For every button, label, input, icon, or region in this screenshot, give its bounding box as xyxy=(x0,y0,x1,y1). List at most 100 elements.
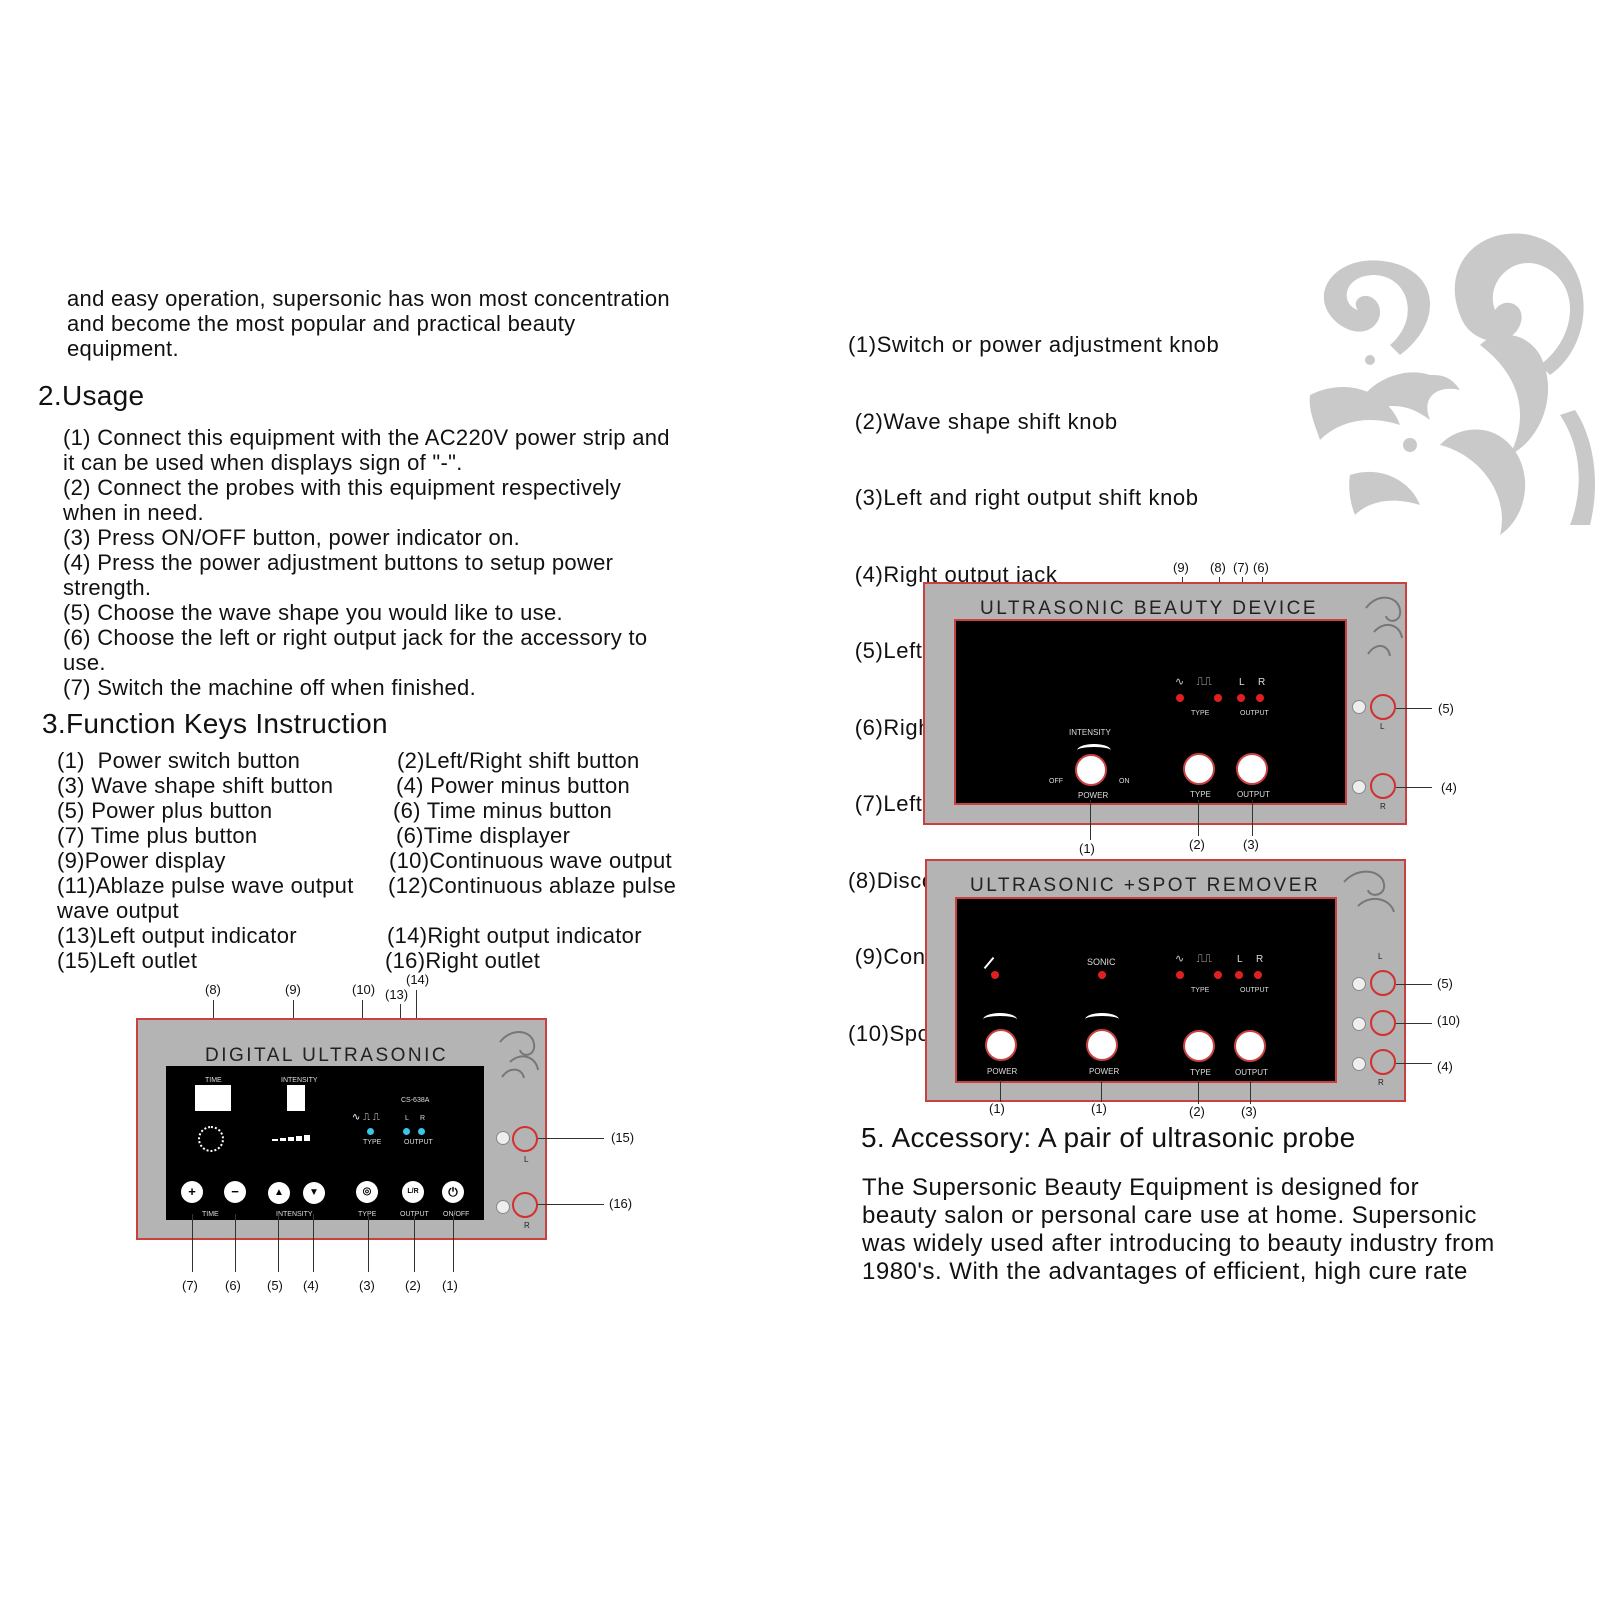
panel-floral-icon xyxy=(1365,596,1403,657)
left-output-jack[interactable] xyxy=(1370,694,1396,720)
power-label: POWER xyxy=(987,1067,1018,1076)
right-output-jack[interactable] xyxy=(1370,1049,1396,1075)
callout: (15) xyxy=(611,1130,635,1145)
output-label: OUTPUT xyxy=(1240,710,1269,717)
time-plus-button[interactable]: + xyxy=(181,1181,203,1203)
panel-title: ULTRASONIC BEAUTY DEVICE xyxy=(980,598,1319,619)
left-output-jack[interactable] xyxy=(1370,970,1396,996)
right-output-jack[interactable] xyxy=(1370,773,1396,799)
output-knob-label: OUTPUT xyxy=(1237,790,1270,799)
callout: (3) xyxy=(1243,837,1259,852)
time-minus-button[interactable]: − xyxy=(224,1181,246,1203)
spot-removing-output[interactable] xyxy=(1370,1010,1396,1036)
callout: (1) xyxy=(1091,1101,1107,1116)
wave-shape-knob[interactable] xyxy=(1183,1030,1215,1062)
intensity-label: INTENSITY xyxy=(1069,728,1111,737)
continuity-wave-indicator xyxy=(1176,694,1184,702)
callout: (2) xyxy=(1189,1104,1205,1119)
intro-paragraph: and easy operation, supersonic has won m… xyxy=(67,286,670,361)
callout: (3) xyxy=(1241,1104,1257,1119)
spot-screen xyxy=(955,897,1337,1083)
key-item: (7) Time plus button xyxy=(57,823,258,848)
power-arc-icon xyxy=(983,1013,1017,1026)
jack-l-label: L xyxy=(1380,722,1385,731)
wave-shape-button[interactable]: ◎ xyxy=(356,1181,378,1203)
intensity-arc-icon xyxy=(1077,744,1111,757)
power-adjustment-knob[interactable] xyxy=(1075,754,1107,786)
callout: (5) xyxy=(267,1278,283,1293)
callout: (6) xyxy=(225,1278,241,1293)
type-label: TYPE xyxy=(1191,987,1210,994)
power-plus-button[interactable]: ▲ xyxy=(268,1182,290,1204)
bottom-onoff-label: ON/OFF xyxy=(443,1211,470,1218)
usage-heading: 2.Usage xyxy=(38,380,145,411)
left-output-indicator xyxy=(1237,694,1245,702)
sonic-label: SONIC xyxy=(1087,957,1116,967)
power-arc-icon xyxy=(1085,1013,1119,1026)
type-knob-label: TYPE xyxy=(1190,790,1211,799)
key-item: (3) Wave shape shift button xyxy=(57,773,334,798)
output-label: OUTPUT xyxy=(404,1139,433,1146)
wave-icons: ∿ ⎍⎍ xyxy=(1175,953,1212,965)
l-label: L xyxy=(1239,677,1245,688)
callout: (7) xyxy=(1233,560,1249,575)
function-keys-list: (1) Power switch button (2)Left/Right sh… xyxy=(57,748,737,978)
continuity-wave-indicator xyxy=(1176,971,1184,979)
key-item: (4) Power minus button xyxy=(396,773,631,798)
r-label: R xyxy=(420,1115,426,1122)
jack-r-label: R xyxy=(1380,802,1386,811)
beauty-screen xyxy=(954,619,1347,805)
key-item: (6)Time displayer xyxy=(396,823,571,848)
outlet-icon xyxy=(496,1200,510,1214)
right-output-indicator xyxy=(1256,694,1264,702)
panel-title: ULTRASONIC +SPOT REMOVER xyxy=(970,875,1321,896)
bottom-type-label: TYPE xyxy=(358,1211,376,1218)
lr-shift-button[interactable]: L/R xyxy=(402,1181,424,1203)
r-label: R xyxy=(1258,677,1266,688)
callout: (1) xyxy=(1079,841,1095,856)
type-label: TYPE xyxy=(363,1139,382,1146)
sonic-indicator xyxy=(1098,971,1106,979)
power-label: POWER xyxy=(1089,1067,1120,1076)
knob-item: (2)Wave shape shift knob xyxy=(848,408,1118,434)
callout: (4) xyxy=(1437,1059,1453,1074)
knob-item: (1)Switch or power adjustment knob xyxy=(848,332,1220,357)
key-item: wave output xyxy=(57,898,179,923)
callout: (1) xyxy=(442,1278,458,1293)
key-item: (9)Power display xyxy=(57,848,226,873)
jack-l-label: L xyxy=(1378,952,1383,961)
callout: (4) xyxy=(1441,780,1457,795)
callout: (10) xyxy=(352,982,376,997)
wave-shape-knob[interactable] xyxy=(1183,753,1215,785)
power-minus-button[interactable]: ▼ xyxy=(303,1182,325,1204)
output-shift-knob[interactable] xyxy=(1234,1030,1266,1062)
l-label: L xyxy=(1237,954,1243,965)
intensity-display xyxy=(287,1085,305,1111)
l-label: L xyxy=(405,1115,409,1122)
sonic-power-knob[interactable] xyxy=(1086,1029,1118,1061)
accessory-paragraph: The Supersonic Beauty Equipment is desig… xyxy=(862,1174,1495,1285)
callout: (5) xyxy=(1437,976,1453,991)
callout: (5) xyxy=(1438,701,1454,716)
callout: (10) xyxy=(1437,1013,1461,1028)
callout: (3) xyxy=(359,1278,375,1293)
clock-icon xyxy=(198,1126,224,1152)
right-output-indicator xyxy=(1254,971,1262,979)
output-label: OUTPUT xyxy=(1240,987,1269,994)
power-switch-button[interactable]: ⏻ xyxy=(442,1181,464,1203)
model-label: CS-638A xyxy=(401,1097,430,1104)
left-output-indicator xyxy=(403,1128,410,1135)
callout: (2) xyxy=(405,1278,421,1293)
callout: (14) xyxy=(406,972,430,987)
output-shift-knob[interactable] xyxy=(1236,753,1268,785)
right-outlet[interactable] xyxy=(512,1192,538,1218)
wave-icons: ∿ ⎍ ⎍ xyxy=(352,1112,380,1123)
left-outlet[interactable] xyxy=(512,1126,538,1152)
r-label: R xyxy=(1256,954,1264,965)
usage-steps: (1) Connect this equipment with the AC22… xyxy=(63,425,670,700)
spot-power-knob[interactable] xyxy=(985,1029,1017,1061)
callout: (6) xyxy=(1253,560,1269,575)
left-output-indicator xyxy=(1235,971,1243,979)
panel-floral-icon xyxy=(499,1031,539,1079)
discontinuity-wave-indicator xyxy=(1214,971,1222,979)
